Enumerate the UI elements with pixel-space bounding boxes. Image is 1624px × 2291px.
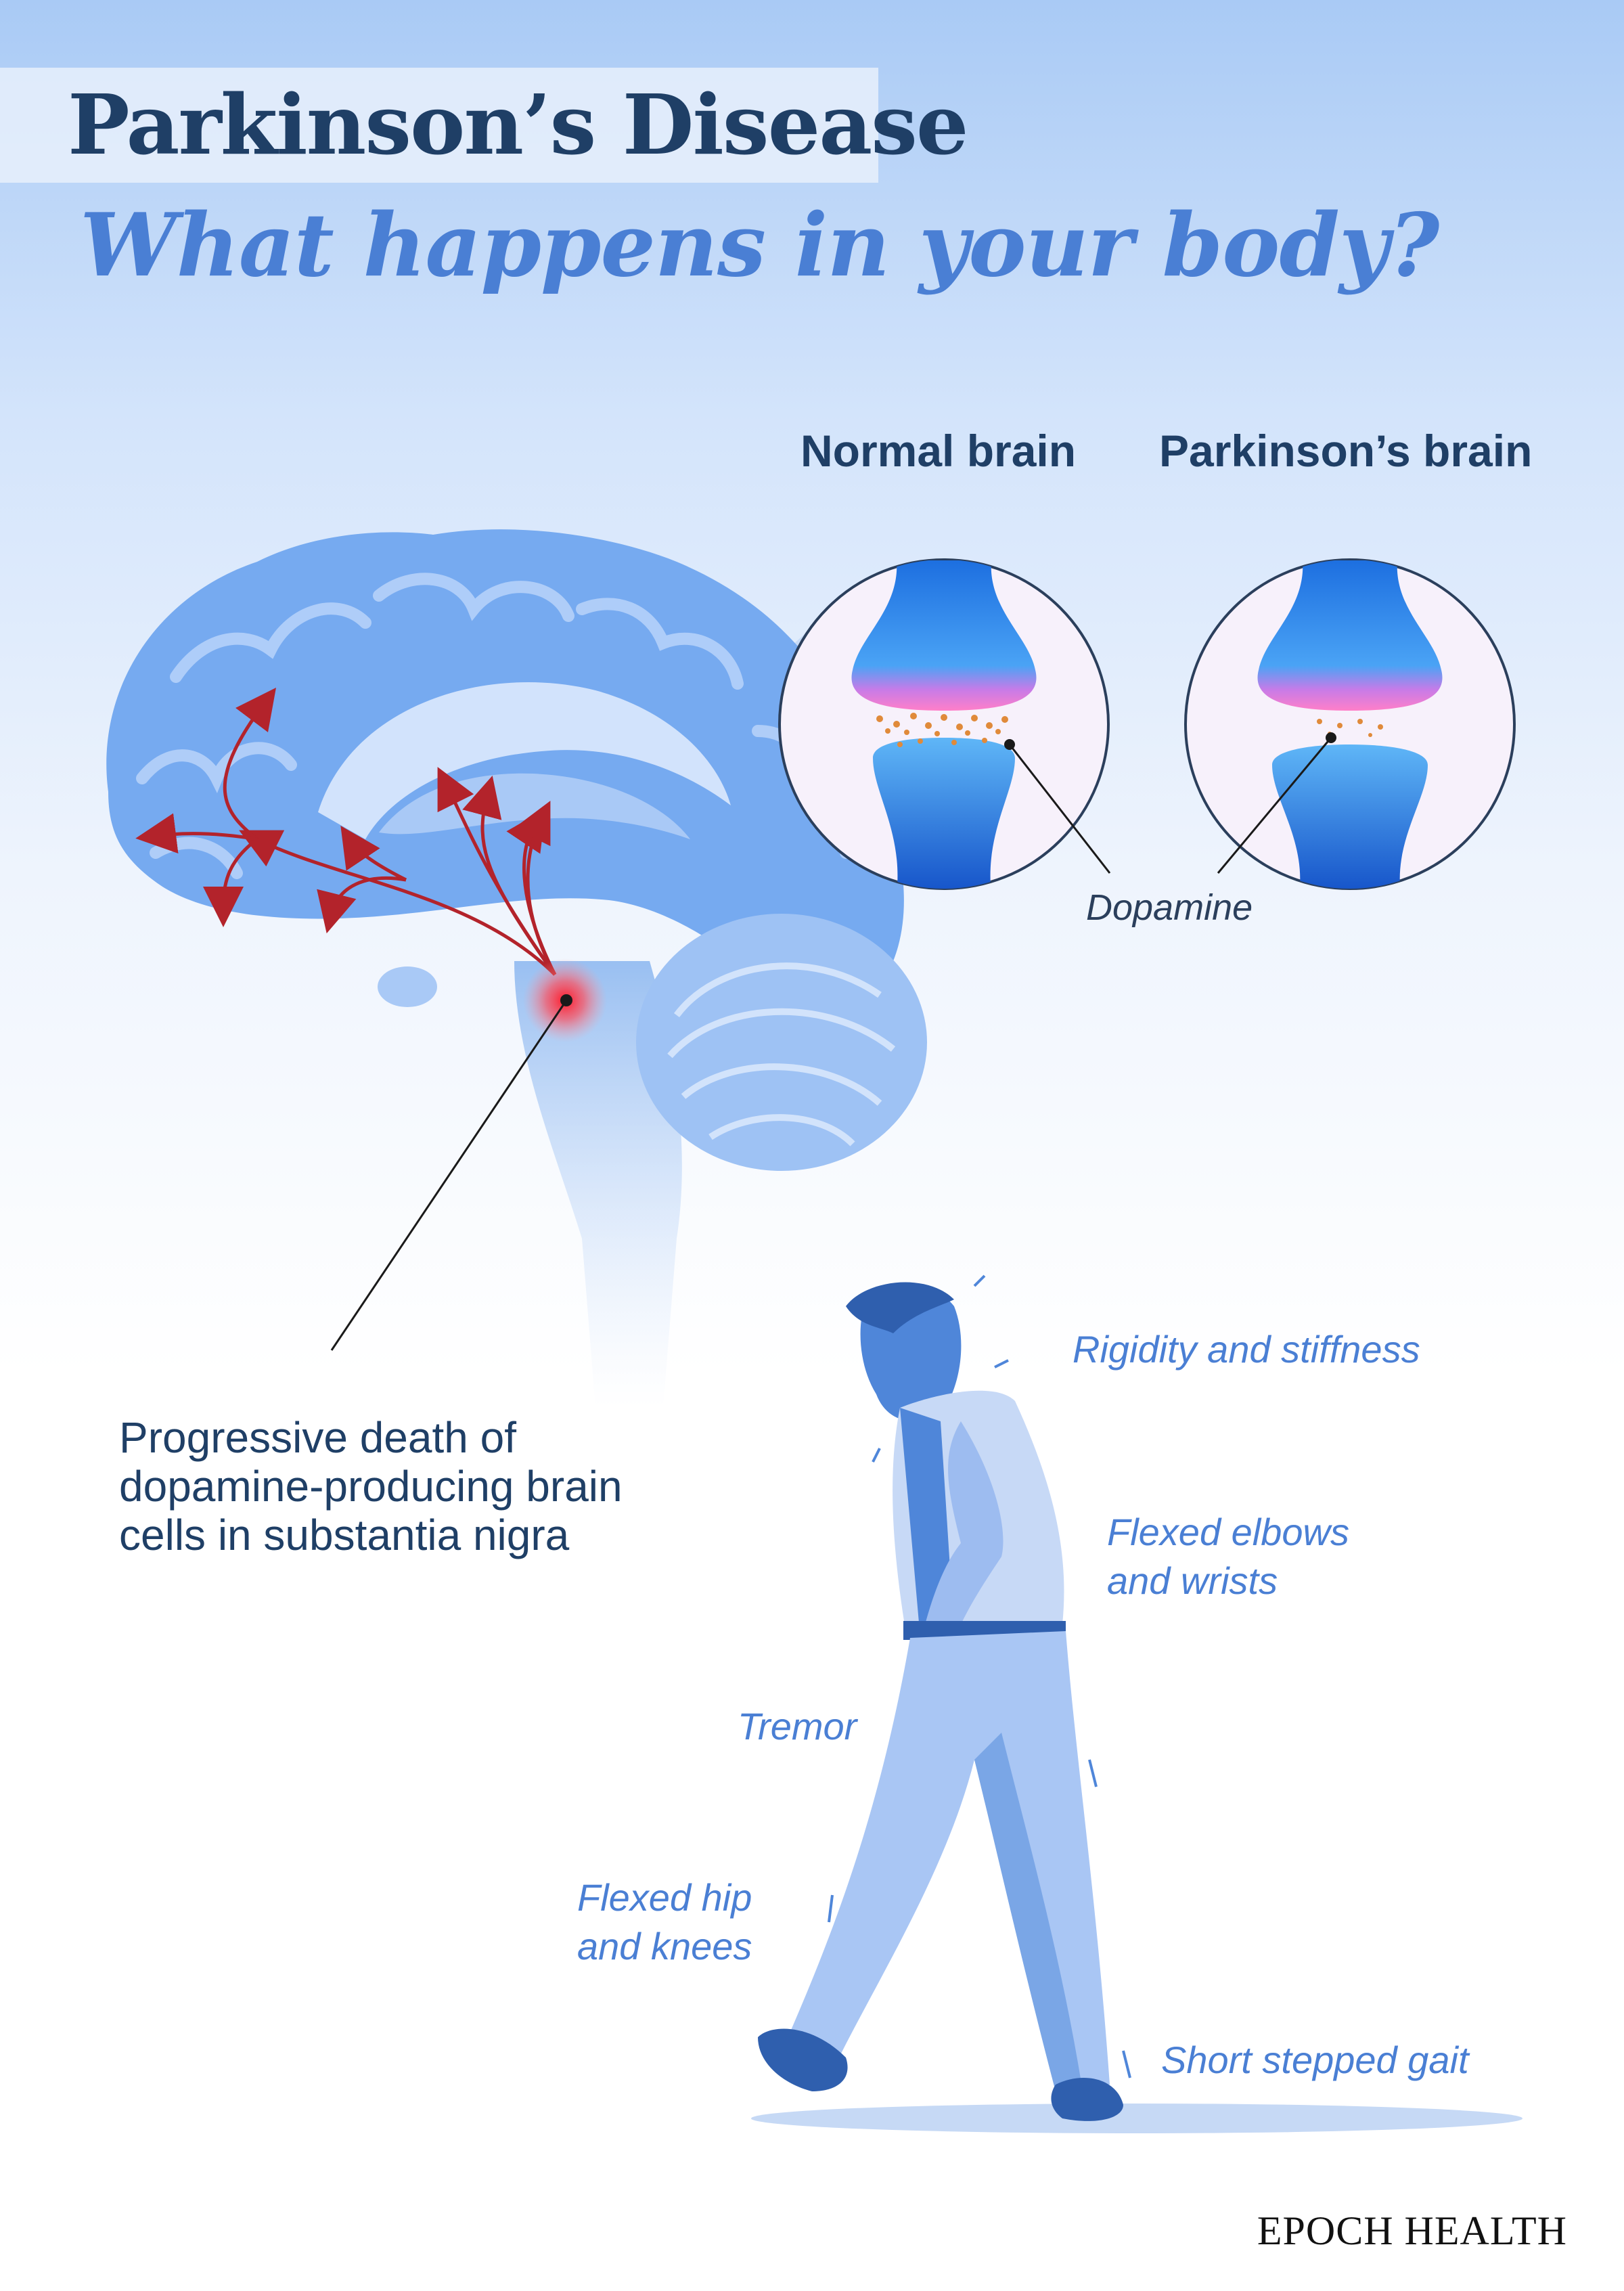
walking-person-illustration	[751, 1274, 1522, 2133]
symptom-line: Flexed hip	[577, 1876, 752, 1919]
page-subtitle: What happens in your body?	[80, 195, 1439, 296]
symptom-line: Tremor	[738, 1705, 857, 1748]
symptom-flexed-elbows: Flexed elbows and wrists	[1107, 1508, 1349, 1605]
caption-line: dopamine-producing brain	[119, 1462, 623, 1511]
parkinsons-brain-label: Parkinson’s brain	[1159, 426, 1533, 476]
dopamine-label: Dopamine	[1086, 887, 1253, 928]
symptom-line: and knees	[577, 1925, 752, 1967]
parkinsons-synapse-illustration	[1184, 558, 1516, 890]
symptom-short-gait: Short stepped gait	[1161, 2036, 1469, 2085]
symptom-line: Short stepped gait	[1161, 2039, 1469, 2081]
title-band	[0, 68, 878, 183]
normal-brain-label: Normal brain	[800, 426, 1077, 476]
symptom-flexed-hip: Flexed hip and knees	[577, 1873, 752, 1971]
normal-synapse-illustration	[778, 558, 1111, 890]
brain-illustration	[106, 529, 927, 1408]
symptom-line: and wrists	[1107, 1559, 1278, 1602]
symptom-rigidity: Rigidity and stiffness	[1073, 1325, 1420, 1374]
page-title: Parkinson’s Disease	[68, 76, 969, 173]
symptom-line: Flexed elbows	[1107, 1511, 1349, 1553]
caption-line: Progressive death of	[119, 1413, 516, 1462]
symptom-tremor: Tremor	[738, 1702, 857, 1751]
caption-line: cells in substantia nigra	[119, 1511, 570, 1559]
brand-logo: EPOCH HEALTH	[1257, 2208, 1567, 2253]
substantia-nigra-caption: Progressive death of dopamine-producing …	[119, 1413, 623, 1559]
symptom-line: Rigidity and stiffness	[1073, 1328, 1420, 1371]
